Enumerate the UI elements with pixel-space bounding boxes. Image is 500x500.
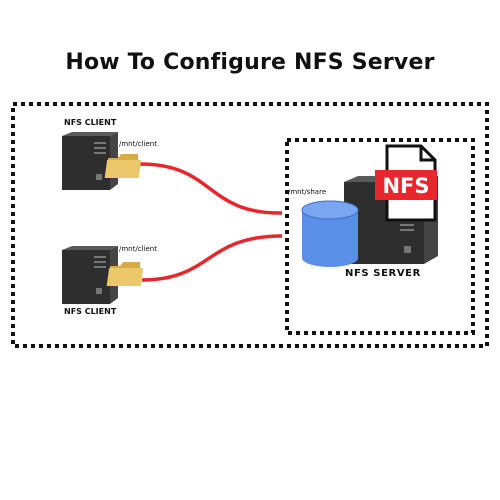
folder-icon — [104, 154, 142, 178]
database-cylinder-icon — [301, 200, 359, 267]
server-boundary — [285, 138, 475, 335]
client-1-mount-path: /mnt/client — [119, 140, 157, 148]
nfs-badge-text: NFS — [382, 174, 429, 198]
connection-line-client-1 — [139, 162, 283, 215]
server-share-path: /mnt/share — [288, 188, 327, 196]
folder-icon — [106, 262, 144, 286]
client-2-mount-path: /mnt/client — [119, 245, 157, 253]
connection-line-client-2 — [141, 234, 283, 282]
page-title: How To Configure NFS Server — [65, 50, 435, 75]
server-label: NFS SERVER — [345, 268, 421, 279]
client-2-label: NFS CLIENT — [64, 307, 117, 316]
client-1-label: NFS CLIENT — [64, 118, 117, 127]
network-boundary — [11, 102, 489, 348]
nfs-file-icon: NFS — [375, 144, 437, 222]
